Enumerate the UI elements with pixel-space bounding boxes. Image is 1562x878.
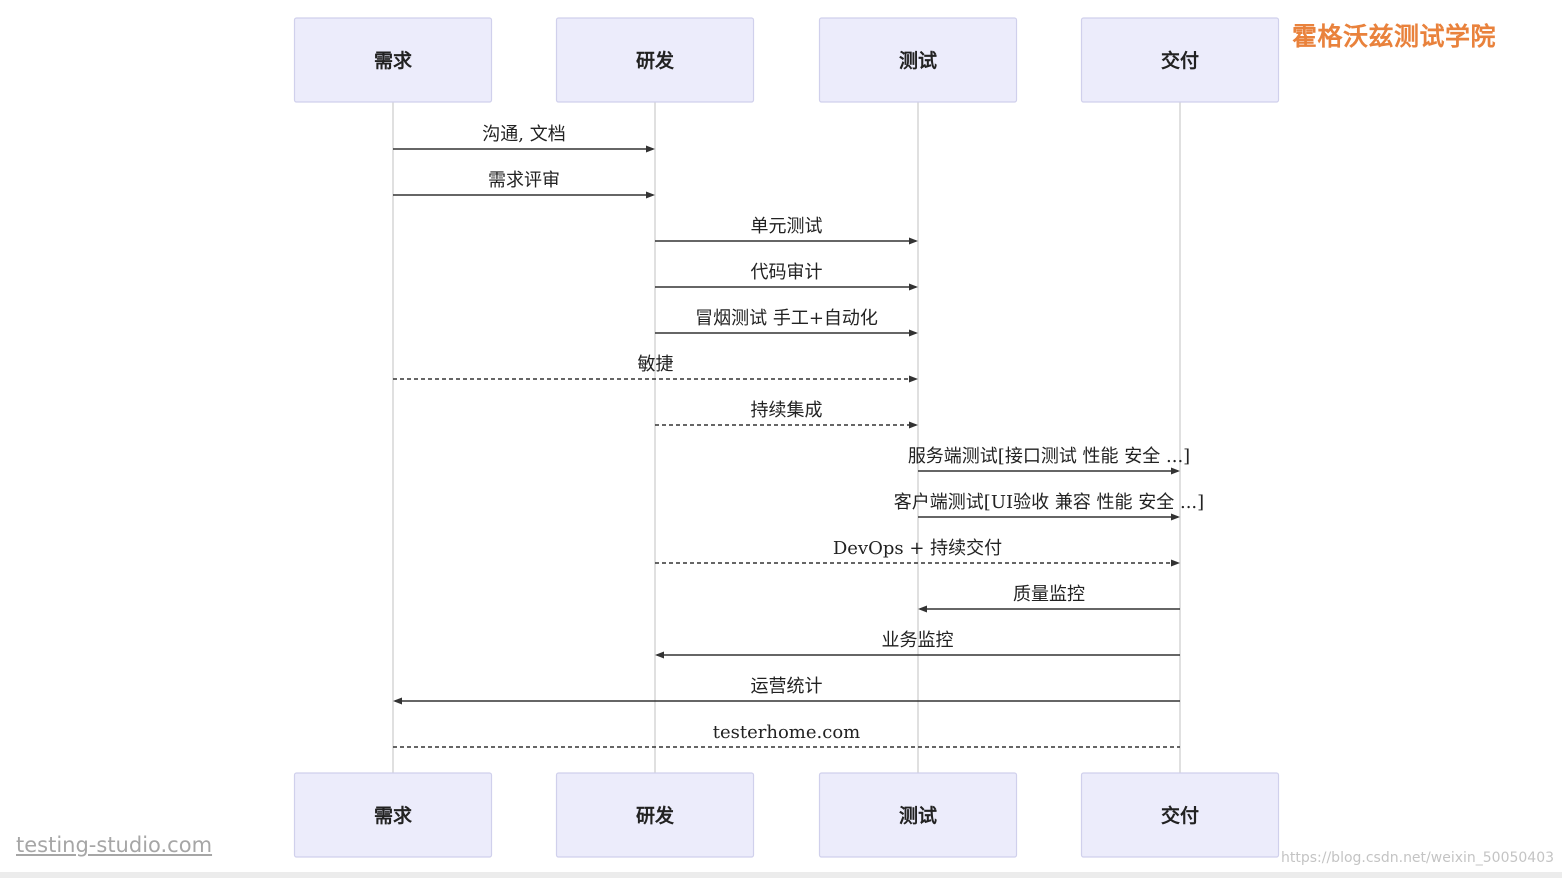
message-label: 敏捷: [638, 354, 674, 375]
arrow-head: [655, 651, 664, 659]
arrow-head: [909, 329, 918, 337]
actor-box: [1080, 772, 1280, 858]
actor-label: 研发: [636, 49, 675, 72]
arrow-head: [909, 283, 918, 291]
message: 代码审计: [655, 262, 918, 291]
arrow-head: [1171, 467, 1180, 475]
message: 单元测试: [655, 216, 918, 245]
message: 持续集成: [655, 400, 918, 429]
message: 冒烟测试 手工+自动化: [655, 308, 918, 337]
arrow-head: [1171, 559, 1180, 567]
message-label: 代码审计: [751, 262, 823, 283]
actor-test-top: 测试: [818, 17, 1018, 103]
arrow-head: [646, 191, 655, 199]
arrow-head: [393, 697, 402, 705]
actor-box: [1080, 17, 1280, 103]
arrow-head: [1171, 513, 1180, 521]
actor-deliver-bottom: 交付: [1080, 772, 1280, 858]
actor-dev-top: 研发: [555, 17, 755, 103]
message-label: testerhome.com: [713, 722, 860, 743]
message-label: 运营统计: [751, 676, 823, 697]
arrow-head: [909, 375, 918, 383]
actor-label: 研发: [636, 804, 675, 827]
message-label: 质量监控: [1013, 584, 1085, 605]
bottom-divider: [0, 872, 1562, 878]
arrow-head: [646, 145, 655, 153]
footer-watermark-url: https://blog.csdn.net/weixin_50050403: [1281, 850, 1555, 866]
message-label: 沟通, 文档: [482, 124, 565, 145]
message-label: 需求评审: [488, 170, 560, 191]
message-label: 服务端测试[接口测试 性能 安全 ...]: [908, 446, 1190, 467]
actor-label: 需求: [374, 804, 413, 827]
actor-box: [293, 17, 493, 103]
actor-label: 交付: [1161, 804, 1199, 827]
message-label: 业务监控: [882, 630, 954, 651]
message-label: 持续集成: [751, 400, 823, 421]
message-label: 单元测试: [751, 216, 823, 237]
actor-test-bottom: 测试: [818, 772, 1018, 858]
message-label: 冒烟测试 手工+自动化: [695, 308, 878, 329]
message: testerhome.com: [393, 722, 1180, 748]
actor-dev-bottom: 研发: [555, 772, 755, 858]
actor-box: [818, 772, 1018, 858]
actor-req-bottom: 需求: [293, 772, 493, 858]
brand-title: 霍格沃兹测试学院: [1292, 22, 1497, 51]
actor-box: [818, 17, 1018, 103]
message: 客户端测试[UI验收 兼容 性能 安全 ...]: [894, 492, 1204, 521]
message: 质量监控: [918, 584, 1180, 613]
actor-req-top: 需求: [293, 17, 493, 103]
message: 运营统计: [393, 676, 1180, 705]
arrow-head: [909, 421, 918, 429]
actor-deliver-top: 交付: [1080, 17, 1280, 103]
message: 业务监控: [655, 630, 1180, 659]
actor-box: [293, 772, 493, 858]
actor-label: 测试: [899, 805, 937, 827]
message: 需求评审: [393, 170, 655, 199]
message: 敏捷: [393, 354, 918, 383]
message: 服务端测试[接口测试 性能 安全 ...]: [908, 446, 1190, 475]
message: 沟通, 文档: [393, 124, 655, 153]
message: DevOps + 持续交付: [655, 538, 1180, 567]
footer-watermark-site: testing-studio.com: [16, 833, 213, 857]
arrow-head: [909, 237, 918, 245]
message-label: DevOps + 持续交付: [833, 538, 1002, 559]
message-label: 客户端测试[UI验收 兼容 性能 安全 ...]: [894, 492, 1204, 513]
actor-box: [555, 772, 755, 858]
actor-label: 测试: [899, 50, 937, 72]
actor-label: 需求: [374, 49, 413, 72]
actor-label: 交付: [1161, 49, 1199, 72]
actor-box: [555, 17, 755, 103]
arrow-head: [918, 605, 927, 613]
